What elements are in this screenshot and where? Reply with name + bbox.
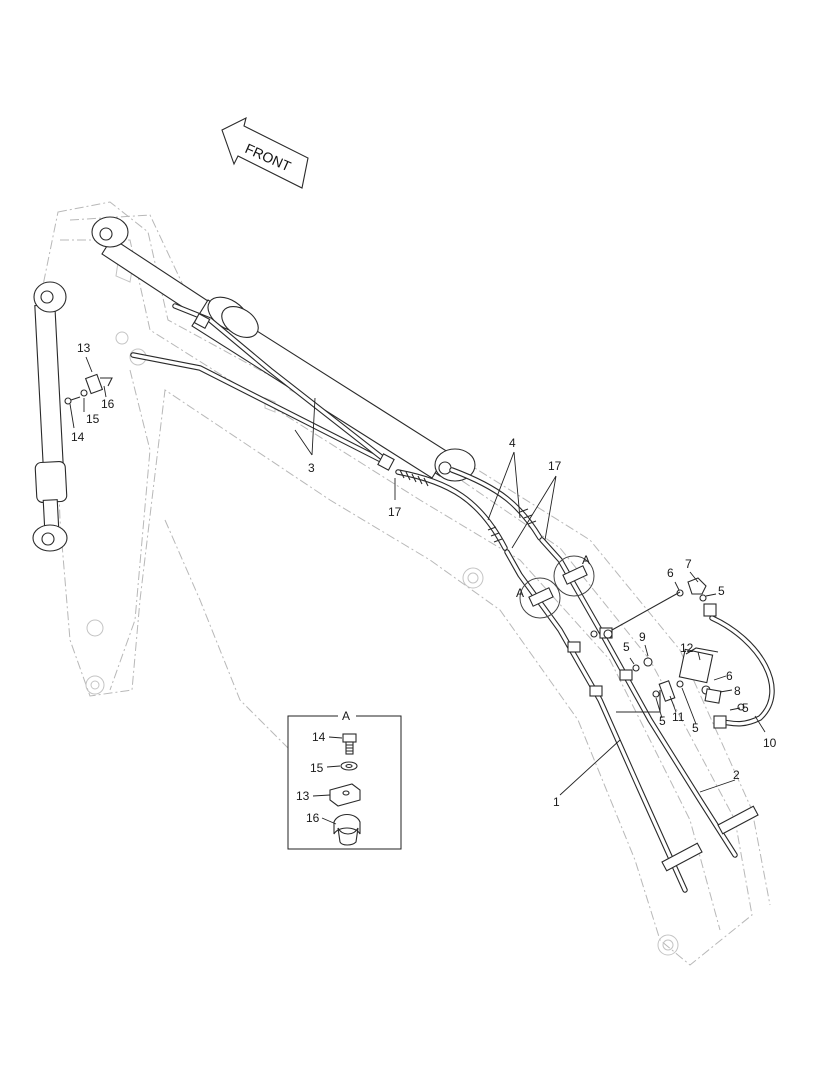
callout-8: 8 xyxy=(734,684,741,698)
detail-a-item-16: 16 xyxy=(306,811,320,825)
view-ref-a-left: A xyxy=(516,586,524,600)
detail-a-item-14: 14 xyxy=(312,730,326,744)
front-direction-arrow: FRONT xyxy=(221,116,309,189)
upper-clamp-fittings xyxy=(64,373,113,405)
callout-4: 4 xyxy=(509,436,516,450)
callout-13: 13 xyxy=(77,341,91,355)
callout-7: 7 xyxy=(685,557,692,571)
upper-hydraulic-pipes xyxy=(130,303,395,471)
callout-17-right: 17 xyxy=(548,459,562,473)
boom-outline xyxy=(39,201,771,966)
detail-a-item-15: 15 xyxy=(310,761,324,775)
callout-5-bottom: 5 xyxy=(692,721,699,735)
valve-assembly xyxy=(590,577,775,729)
callout-5-right: 5 xyxy=(742,701,749,715)
callout-leaders xyxy=(69,356,766,796)
callout-10: 10 xyxy=(763,736,777,750)
callout-5-top: 5 xyxy=(718,584,725,598)
callout-14: 14 xyxy=(71,430,85,444)
view-ref-a-right: A xyxy=(582,553,590,567)
callout-17-left: 17 xyxy=(388,505,402,519)
callout-numbers: 13 16 15 14 3 17 4 17 A A 6 7 5 9 5 12 6… xyxy=(71,341,777,809)
detail-a-title: A xyxy=(342,709,350,723)
callout-12: 12 xyxy=(680,641,694,655)
arm-cylinder xyxy=(32,281,68,552)
callout-5-low: 5 xyxy=(659,714,666,728)
detail-view-a: A 14 15 13 16 xyxy=(287,709,402,850)
callout-16: 16 xyxy=(101,397,115,411)
hoses xyxy=(395,467,543,551)
callout-6-right: 6 xyxy=(726,669,733,683)
callout-1: 1 xyxy=(553,795,560,809)
callout-11: 11 xyxy=(672,710,685,724)
callout-5-mid: 5 xyxy=(623,640,630,654)
boom-cylinder xyxy=(91,216,476,482)
callout-3: 3 xyxy=(308,461,315,475)
callout-9: 9 xyxy=(639,630,646,644)
callout-15: 15 xyxy=(86,412,100,426)
detail-a-item-13: 13 xyxy=(296,789,310,803)
pipe-clamps xyxy=(519,555,633,697)
callout-2: 2 xyxy=(733,768,740,782)
callout-6-top: 6 xyxy=(667,566,674,580)
